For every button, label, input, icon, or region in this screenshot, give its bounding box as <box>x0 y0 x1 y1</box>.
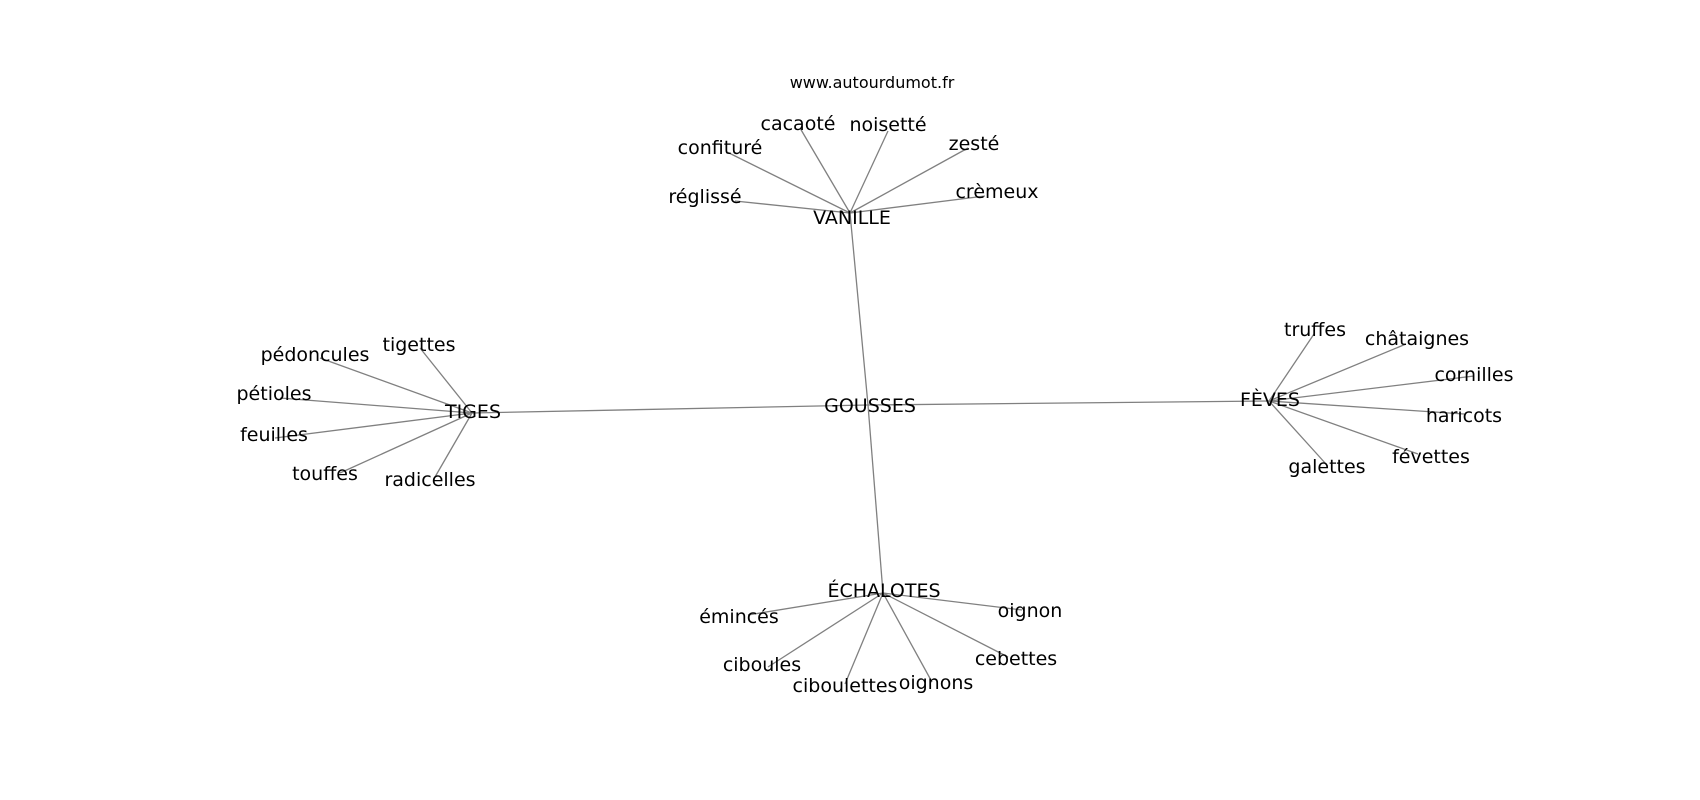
node-hub-vanille[interactable]: VANILLE <box>813 207 891 229</box>
edge-tiges-leaf <box>419 347 473 414</box>
edge-feves-leaf <box>1268 333 1315 402</box>
edge-gousses-feves <box>867 400 1270 406</box>
edge-tiges-leaf <box>274 412 473 439</box>
node-leaf[interactable]: crèmeux <box>955 181 1038 203</box>
edge-tiges-leaf <box>434 412 473 478</box>
edge-tiges-leaf <box>339 412 473 474</box>
node-leaf[interactable]: zesté <box>949 133 1000 155</box>
node-leaf[interactable]: pétioles <box>237 383 312 405</box>
edge-echalotes-leaf <box>844 592 884 685</box>
node-leaf[interactable]: haricots <box>1426 405 1502 427</box>
edge-tiges-leaf <box>319 357 473 414</box>
node-leaf[interactable]: confituré <box>678 137 763 159</box>
node-leaf[interactable]: châtaignes <box>1365 328 1469 350</box>
edge-vanille-leaf <box>849 130 889 214</box>
edge-echalotes-leaf <box>882 592 1009 658</box>
node-leaf[interactable]: réglissé <box>668 186 741 208</box>
edge-echalotes-leaf <box>767 592 884 668</box>
node-leaf[interactable]: ciboulettes <box>793 675 898 697</box>
edge-echalotes-leaf <box>882 592 1023 611</box>
edge-feves-leaf <box>1268 375 1475 402</box>
edge-vanille-leaf <box>849 147 969 214</box>
node-leaf[interactable]: feuilles <box>240 424 308 446</box>
edge-vanille-leaf <box>849 195 986 214</box>
graph-edges <box>274 127 1475 685</box>
node-leaf[interactable]: émincés <box>699 606 779 628</box>
node-leaf[interactable]: pédoncules <box>261 344 370 366</box>
node-leaf[interactable]: touffes <box>292 463 358 485</box>
edge-vanille-leaf <box>799 127 851 214</box>
node-leaf[interactable]: févettes <box>1392 446 1470 468</box>
source-url[interactable]: www.autourdumot.fr <box>790 73 955 92</box>
node-hub-feves[interactable]: FÈVES <box>1240 388 1300 411</box>
node-leaf[interactable]: oignons <box>899 672 974 694</box>
edge-feves-leaf <box>1268 343 1407 402</box>
node-hub-echalotes[interactable]: ÉCHALOTES <box>827 579 940 602</box>
node-center-gousses[interactable]: GOUSSES <box>824 395 916 417</box>
node-leaf[interactable]: truffes <box>1284 319 1346 341</box>
node-leaf[interactable]: galettes <box>1288 456 1365 478</box>
node-leaf[interactable]: ciboules <box>723 654 801 676</box>
edge-gousses-tiges <box>471 404 869 414</box>
edge-feves-leaf <box>1268 400 1465 415</box>
edge-gousses-echalotes <box>867 404 884 594</box>
node-leaf[interactable]: cornilles <box>1434 364 1513 386</box>
edge-tiges-leaf <box>279 397 473 414</box>
edge-feves-leaf <box>1268 400 1419 455</box>
node-leaf[interactable]: radicelles <box>384 469 475 491</box>
node-leaf[interactable]: cebettes <box>975 648 1057 670</box>
node-leaf[interactable]: noisetté <box>849 114 926 136</box>
node-leaf[interactable]: tigettes <box>383 334 456 356</box>
edge-echalotes-leaf <box>882 592 933 683</box>
graph-labels: www.autourdumot.fr GOUSSES VANILLE régliss… <box>237 73 1514 697</box>
edge-vanille-leaf <box>726 151 851 214</box>
edge-gousses-vanille <box>849 212 869 406</box>
node-leaf[interactable]: oignon <box>998 600 1063 622</box>
edge-feves-leaf <box>1268 400 1327 465</box>
node-hub-tiges[interactable]: TIGES <box>444 401 501 423</box>
edge-echalotes-leaf <box>747 592 884 616</box>
edge-vanille-leaf <box>734 200 851 214</box>
node-leaf[interactable]: cacaoté <box>761 113 836 135</box>
